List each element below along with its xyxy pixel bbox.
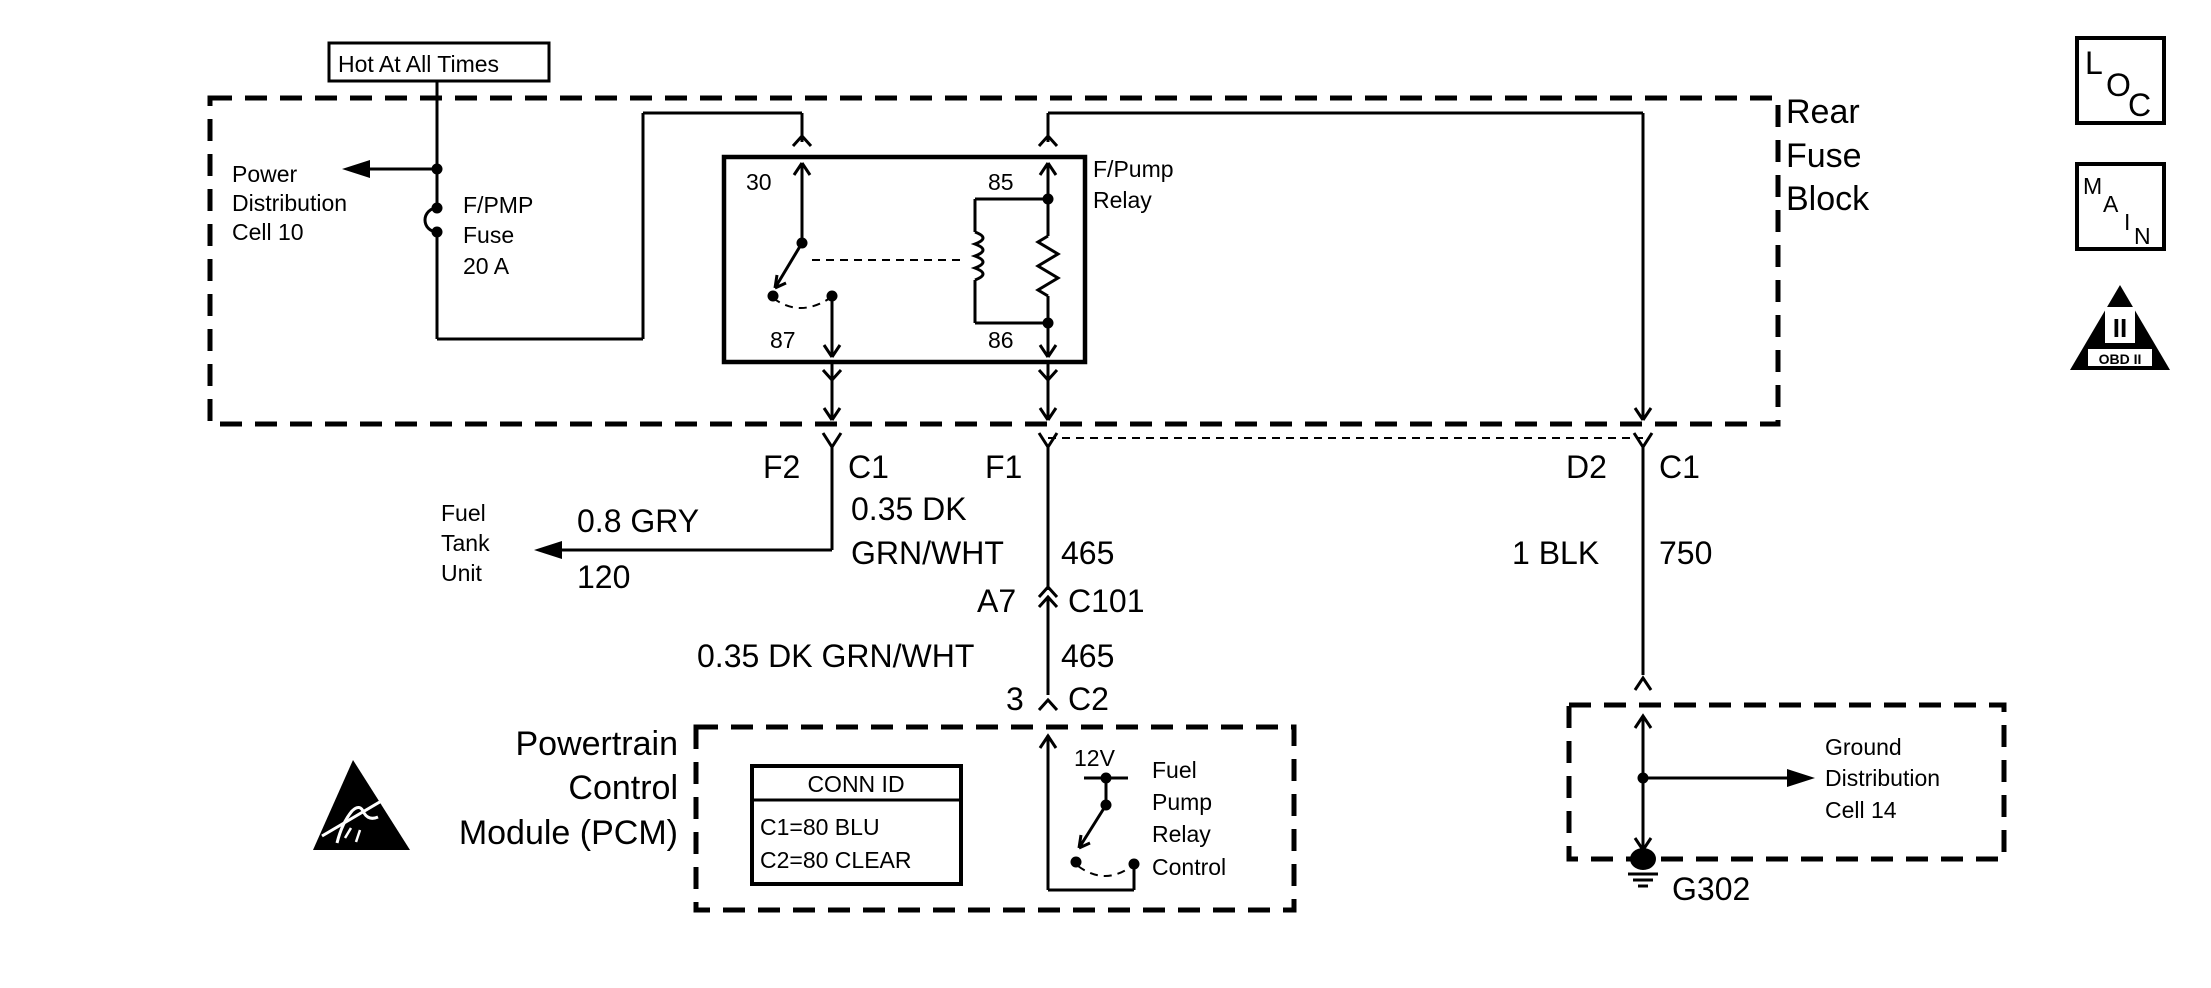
relay-coil xyxy=(970,162,1061,358)
obd-ii-label: OBD II xyxy=(2099,351,2142,367)
conn-id-title: CONN ID xyxy=(807,771,904,797)
loc-letter-l: L xyxy=(2085,45,2103,81)
esd-sensitive-icon xyxy=(313,760,410,850)
wire-blk-label: 1 BLK xyxy=(1512,535,1599,571)
pcm-12v-label: 12V xyxy=(1074,745,1116,771)
circuit-120-label: 120 xyxy=(577,559,630,595)
connector-a7-label: A7 xyxy=(977,583,1016,619)
relay-switch xyxy=(767,162,960,358)
rear-fuse-block-outline xyxy=(207,95,1781,427)
loc-nav-button[interactable]: L O C xyxy=(2075,36,2166,125)
pcm-label-2: Control xyxy=(568,769,678,807)
ground-distribution-outline xyxy=(1566,702,2007,862)
conn-id-table xyxy=(750,764,963,886)
main-letter-n: N xyxy=(2134,223,2151,249)
coil-feed-wire xyxy=(1037,111,1653,421)
loc-letter-c: C xyxy=(2128,87,2151,123)
relay-pin-87-label: 87 xyxy=(770,327,796,353)
rear-fuse-block-label-3: Block xyxy=(1786,180,1870,218)
connector-c1 xyxy=(821,432,1654,450)
relay-pin-86-label: 86 xyxy=(988,327,1014,353)
main-nav-button[interactable]: M A I N xyxy=(2075,162,2166,251)
relay-output-wires xyxy=(821,362,1059,421)
relay-label-1: F/Pump xyxy=(1093,156,1174,182)
hot-at-all-times-label: Hot At All Times xyxy=(338,51,499,77)
connector-c2-label: C2 xyxy=(1068,681,1109,717)
ground-distribution-label-1: Ground xyxy=(1825,734,1902,760)
connector-f2-label: F2 xyxy=(763,449,800,485)
relay-pin-85-label: 85 xyxy=(988,169,1014,195)
relay-pin-30-label: 30 xyxy=(746,169,772,195)
rear-fuse-block-label-2: Fuse xyxy=(1786,137,1862,175)
pin-30-connector-symbol xyxy=(791,134,813,148)
connector-c1-right-label: C1 xyxy=(1659,449,1700,485)
pcm-internal-switch xyxy=(1046,736,1140,892)
fprc-label-4: Control xyxy=(1152,854,1226,880)
fuse-label-1: F/PMP xyxy=(463,192,533,218)
circuit-750-label: 750 xyxy=(1659,535,1712,571)
conn-id-c2: C2=80 CLEAR xyxy=(760,847,912,873)
power-distribution-label-3: Cell 10 xyxy=(232,219,304,245)
fprc-label-2: Pump xyxy=(1152,789,1212,815)
connector-f1-label: F1 xyxy=(985,449,1022,485)
hot-at-all-times-box xyxy=(327,41,551,83)
fuel-tank-label-3: Unit xyxy=(441,560,483,586)
ground-distribution-label-3: Cell 14 xyxy=(1825,797,1897,823)
wire-dkgrn-label-1: 0.35 DK xyxy=(851,491,967,527)
loc-letter-o: O xyxy=(2106,67,2131,103)
rear-fuse-block-label-1: Rear xyxy=(1786,93,1860,131)
connector-pin-3-label: 3 xyxy=(1006,681,1024,717)
wire-dkgrn-full-label: 0.35 DK GRN/WHT xyxy=(697,638,974,674)
ground-distribution-label-2: Distribution xyxy=(1825,765,1940,791)
ground-g302-label: G302 xyxy=(1672,871,1750,907)
fuel-pump-relay-box xyxy=(721,154,1088,365)
pcm-label-3: Module (PCM) xyxy=(459,814,678,852)
wire-gry-label: 0.8 GRY xyxy=(577,503,699,539)
main-letter-m: M xyxy=(2083,173,2102,199)
pcm-outline xyxy=(693,724,1297,913)
obd-ii-roman: II xyxy=(2113,313,2127,343)
obd-ii-icon[interactable]: II OBD II xyxy=(2070,285,2170,370)
conn-id-c1: C1=80 BLU xyxy=(760,814,880,840)
wire-dkgrn-label-2: GRN/WHT xyxy=(851,535,1004,571)
connector-c101-label: C101 xyxy=(1068,583,1145,619)
fuel-tank-label-2: Tank xyxy=(441,530,490,556)
circuit-465-label-b: 465 xyxy=(1061,638,1114,674)
fprc-label-3: Relay xyxy=(1152,821,1211,847)
circuit-465-label-a: 465 xyxy=(1061,535,1114,571)
main-letter-i: I xyxy=(2124,209,2130,235)
power-distribution-arrow xyxy=(342,160,437,178)
connector-c1-left-label: C1 xyxy=(848,449,889,485)
fprc-label-1: Fuel xyxy=(1152,757,1197,783)
fuse-label-3: 20 A xyxy=(463,253,510,279)
ground-wire xyxy=(1628,447,1815,888)
fuse-label-2: Fuse xyxy=(463,222,514,248)
power-distribution-label-2: Distribution xyxy=(232,190,347,216)
fuel-tank-label-1: Fuel xyxy=(441,500,486,526)
main-letter-a: A xyxy=(2103,191,2119,217)
pcm-label-1: Powertrain xyxy=(515,725,678,763)
power-distribution-label-1: Power xyxy=(232,161,298,187)
connector-d2-label: D2 xyxy=(1566,449,1607,485)
fuel-tank-wire xyxy=(534,447,834,559)
relay-label-2: Relay xyxy=(1093,187,1152,213)
